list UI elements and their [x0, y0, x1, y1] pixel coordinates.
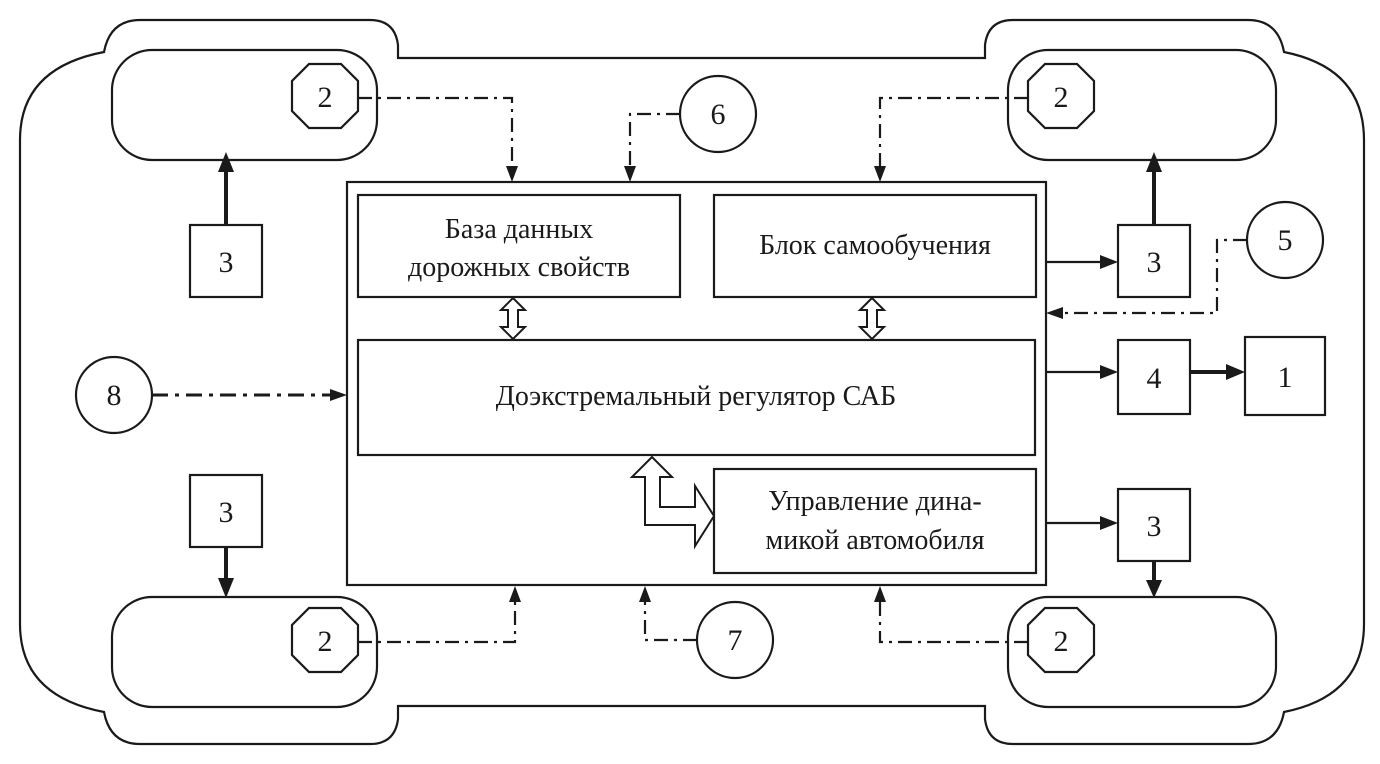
actuator-rear-left: 3	[188, 473, 264, 549]
actuator-front-left-arrow	[218, 152, 234, 225]
wheel-sensor-front-left: 2	[290, 62, 360, 130]
sensor-front-right-signal	[874, 96, 1028, 182]
unit-1: 1	[1243, 335, 1327, 417]
wheel-sensor-rear-left: 2	[290, 606, 360, 674]
frame-to-actuator-front-right-arrow	[1046, 255, 1118, 269]
frame-to-unit-4-arrow	[1046, 365, 1118, 379]
actuator-label: 3	[1147, 510, 1162, 543]
wheel-sensor-rear-right: 2	[1026, 606, 1096, 674]
regulator-block	[356, 338, 1037, 457]
input-5-label: 5	[1278, 224, 1293, 257]
input-6-label: 6	[711, 98, 726, 131]
input-6-signal	[624, 112, 680, 182]
wheel-sensor-label: 2	[1054, 625, 1069, 658]
unit-4: 4	[1116, 338, 1192, 416]
sensor-rear-left-signal	[358, 586, 521, 644]
actuator-front-left: 3	[188, 223, 264, 299]
dynamics-block-line-2: микой автомобиля	[766, 525, 985, 556]
input-5-signal	[1046, 238, 1247, 319]
frame-to-actuator-rear-right-arrow	[1046, 516, 1118, 530]
database-block	[356, 193, 682, 299]
database-block-line-1: База данных	[445, 214, 593, 245]
actuator-front-right: 3	[1116, 223, 1192, 299]
actuator-label: 3	[219, 246, 234, 279]
wheel-sensor-label: 2	[318, 625, 333, 658]
unit-4-label: 4	[1147, 362, 1162, 395]
wheel-sensor-front-right: 2	[1026, 62, 1096, 130]
actuator-front-right-arrow	[1146, 152, 1162, 225]
self-learning-block-label: Блок самообучения	[759, 230, 991, 261]
database-regulator-double-arrow	[498, 296, 528, 341]
wheel-rear-right	[1006, 595, 1278, 709]
wheel-front-right	[1006, 48, 1278, 162]
sensor-rear-right-signal	[874, 586, 1028, 644]
input-8-signal	[152, 389, 347, 401]
car-body-outline	[18, 18, 1366, 746]
input-6: 6	[678, 74, 758, 154]
database-block-line-2: дорожных свойств	[408, 252, 630, 283]
regulator-block-label: Доэкстремальный регулятор САБ	[496, 381, 897, 412]
actuator-rear-right: 3	[1116, 487, 1192, 563]
wheel-sensor-label: 2	[318, 81, 333, 114]
unit-1-label: 1	[1278, 361, 1293, 394]
wheel-rear-left	[110, 595, 379, 709]
unit-4-to-unit-1-arrow	[1190, 364, 1245, 380]
actuator-label: 3	[219, 496, 234, 529]
input-7: 7	[695, 600, 775, 680]
input-8-label: 8	[107, 379, 122, 412]
input-5: 5	[1245, 200, 1325, 280]
controller-frame	[345, 180, 1048, 587]
input-7-signal	[639, 586, 697, 642]
input-7-label: 7	[728, 624, 743, 657]
self-learning-block	[712, 193, 1038, 299]
actuator-rear-right-arrow	[1146, 561, 1162, 598]
dynamics-block	[712, 467, 1038, 575]
regulator-dynamics-bent-arrow	[629, 455, 716, 550]
input-8: 8	[74, 355, 154, 435]
sensor-front-left-signal	[358, 96, 518, 182]
dynamics-block-line-1: Управление дина-	[768, 486, 981, 517]
actuator-rear-left-arrow	[218, 547, 234, 598]
self-learning-regulator-double-arrow	[857, 296, 887, 341]
wheel-front-left	[110, 48, 379, 162]
actuator-label: 3	[1147, 246, 1162, 279]
wheel-sensor-label: 2	[1054, 81, 1069, 114]
